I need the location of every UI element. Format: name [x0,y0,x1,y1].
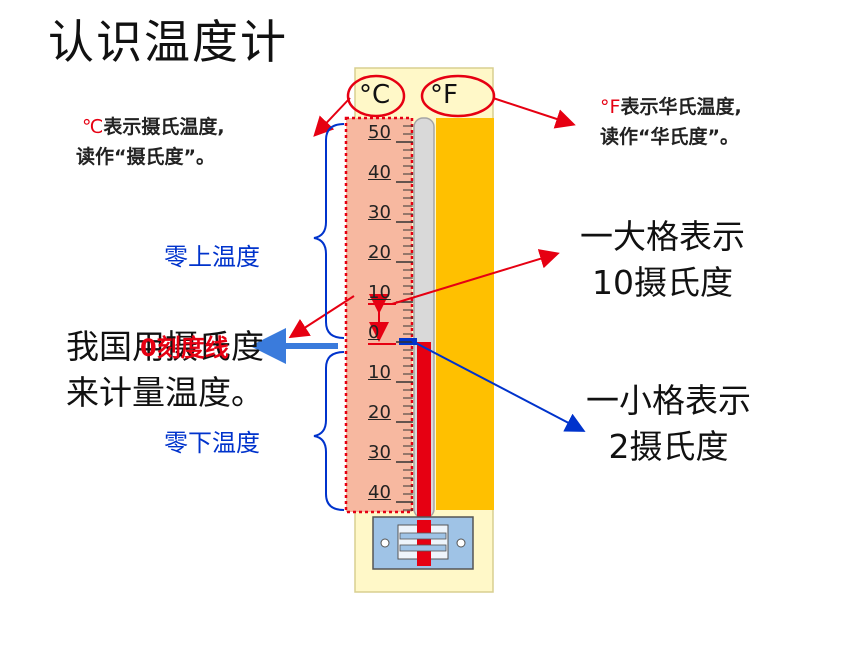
bulb-band-top [399,532,447,540]
tick-label-above: 10 [368,282,391,303]
small-division-text: 一小格表示 2摄氏度 [586,378,751,470]
big-division-arrow [391,249,560,305]
tick-label-above: 30 [368,202,391,223]
fahrenheit-note-line1: 表示华氏温度, [620,96,742,118]
zero-line-arrow [288,295,355,339]
fahrenheit-note: °F表示华氏温度, 读作“华氏度”。 [600,92,742,152]
fahrenheit-note-arrow [492,97,576,129]
small-division-line2: 2摄氏度 [608,427,729,466]
above-zero-label: 零上温度 [164,243,260,271]
unit-usage-line1: 我国用摄氏度 [66,327,264,366]
big-division-line2: 10摄氏度 [592,263,733,302]
unit-usage-line2: 来计量温度。 [66,373,264,412]
small-division-arrow [411,340,586,432]
tick-label-zero: 0 [368,322,380,343]
above-zero-brace [313,123,345,339]
scale-ticks [396,125,413,519]
tick-label-above: 40 [368,162,391,183]
bulb-liquid [417,520,431,566]
tick-label-above: 50 [368,122,391,143]
zero-line-label: 0刻度线 [140,334,229,362]
small-division-line1: 一小格表示 [586,381,751,420]
fahrenheit-symbol: °F [600,96,621,118]
tick-label-below: 30 [368,442,391,463]
celsius-scale-outline [344,116,414,514]
celsius-symbol: ℃ [82,116,104,138]
mercury-column [417,342,431,520]
tick-label-above: 20 [368,242,391,263]
tick-label-below: 10 [368,362,391,383]
celsius-unit-oval [346,74,406,118]
big-division-text: 一大格表示 10摄氏度 [580,214,745,306]
big-division-line1: 一大格表示 [580,217,745,256]
celsius-note-line2: 读作“摄氏度”。 [76,146,215,168]
fahrenheit-note-line2: 读作“华氏度”。 [600,126,739,148]
fahrenheit-unit-label: °F [430,80,458,110]
bulb-screw-left [380,538,390,548]
bulb-screw-right [456,538,466,548]
below-zero-brace [313,351,345,511]
fahrenheit-unit-oval [420,74,496,118]
fahrenheit-scale-band [436,118,494,510]
tick-label-below: 40 [368,482,391,503]
tick-label-below: 20 [368,402,391,423]
page-title: 认识温度计 [48,15,288,69]
celsius-note: ℃表示摄氏温度, 读作“摄氏度”。 [76,112,225,172]
celsius-unit-label: °C [359,80,391,110]
bulb-band-bottom [399,544,447,552]
celsius-note-line1: 表示摄氏温度, [103,116,225,138]
celsius-note-arrow [313,97,351,137]
unit-usage-text: 我国用摄氏度 来计量温度。 [66,324,264,416]
below-zero-label: 零下温度 [164,429,260,457]
